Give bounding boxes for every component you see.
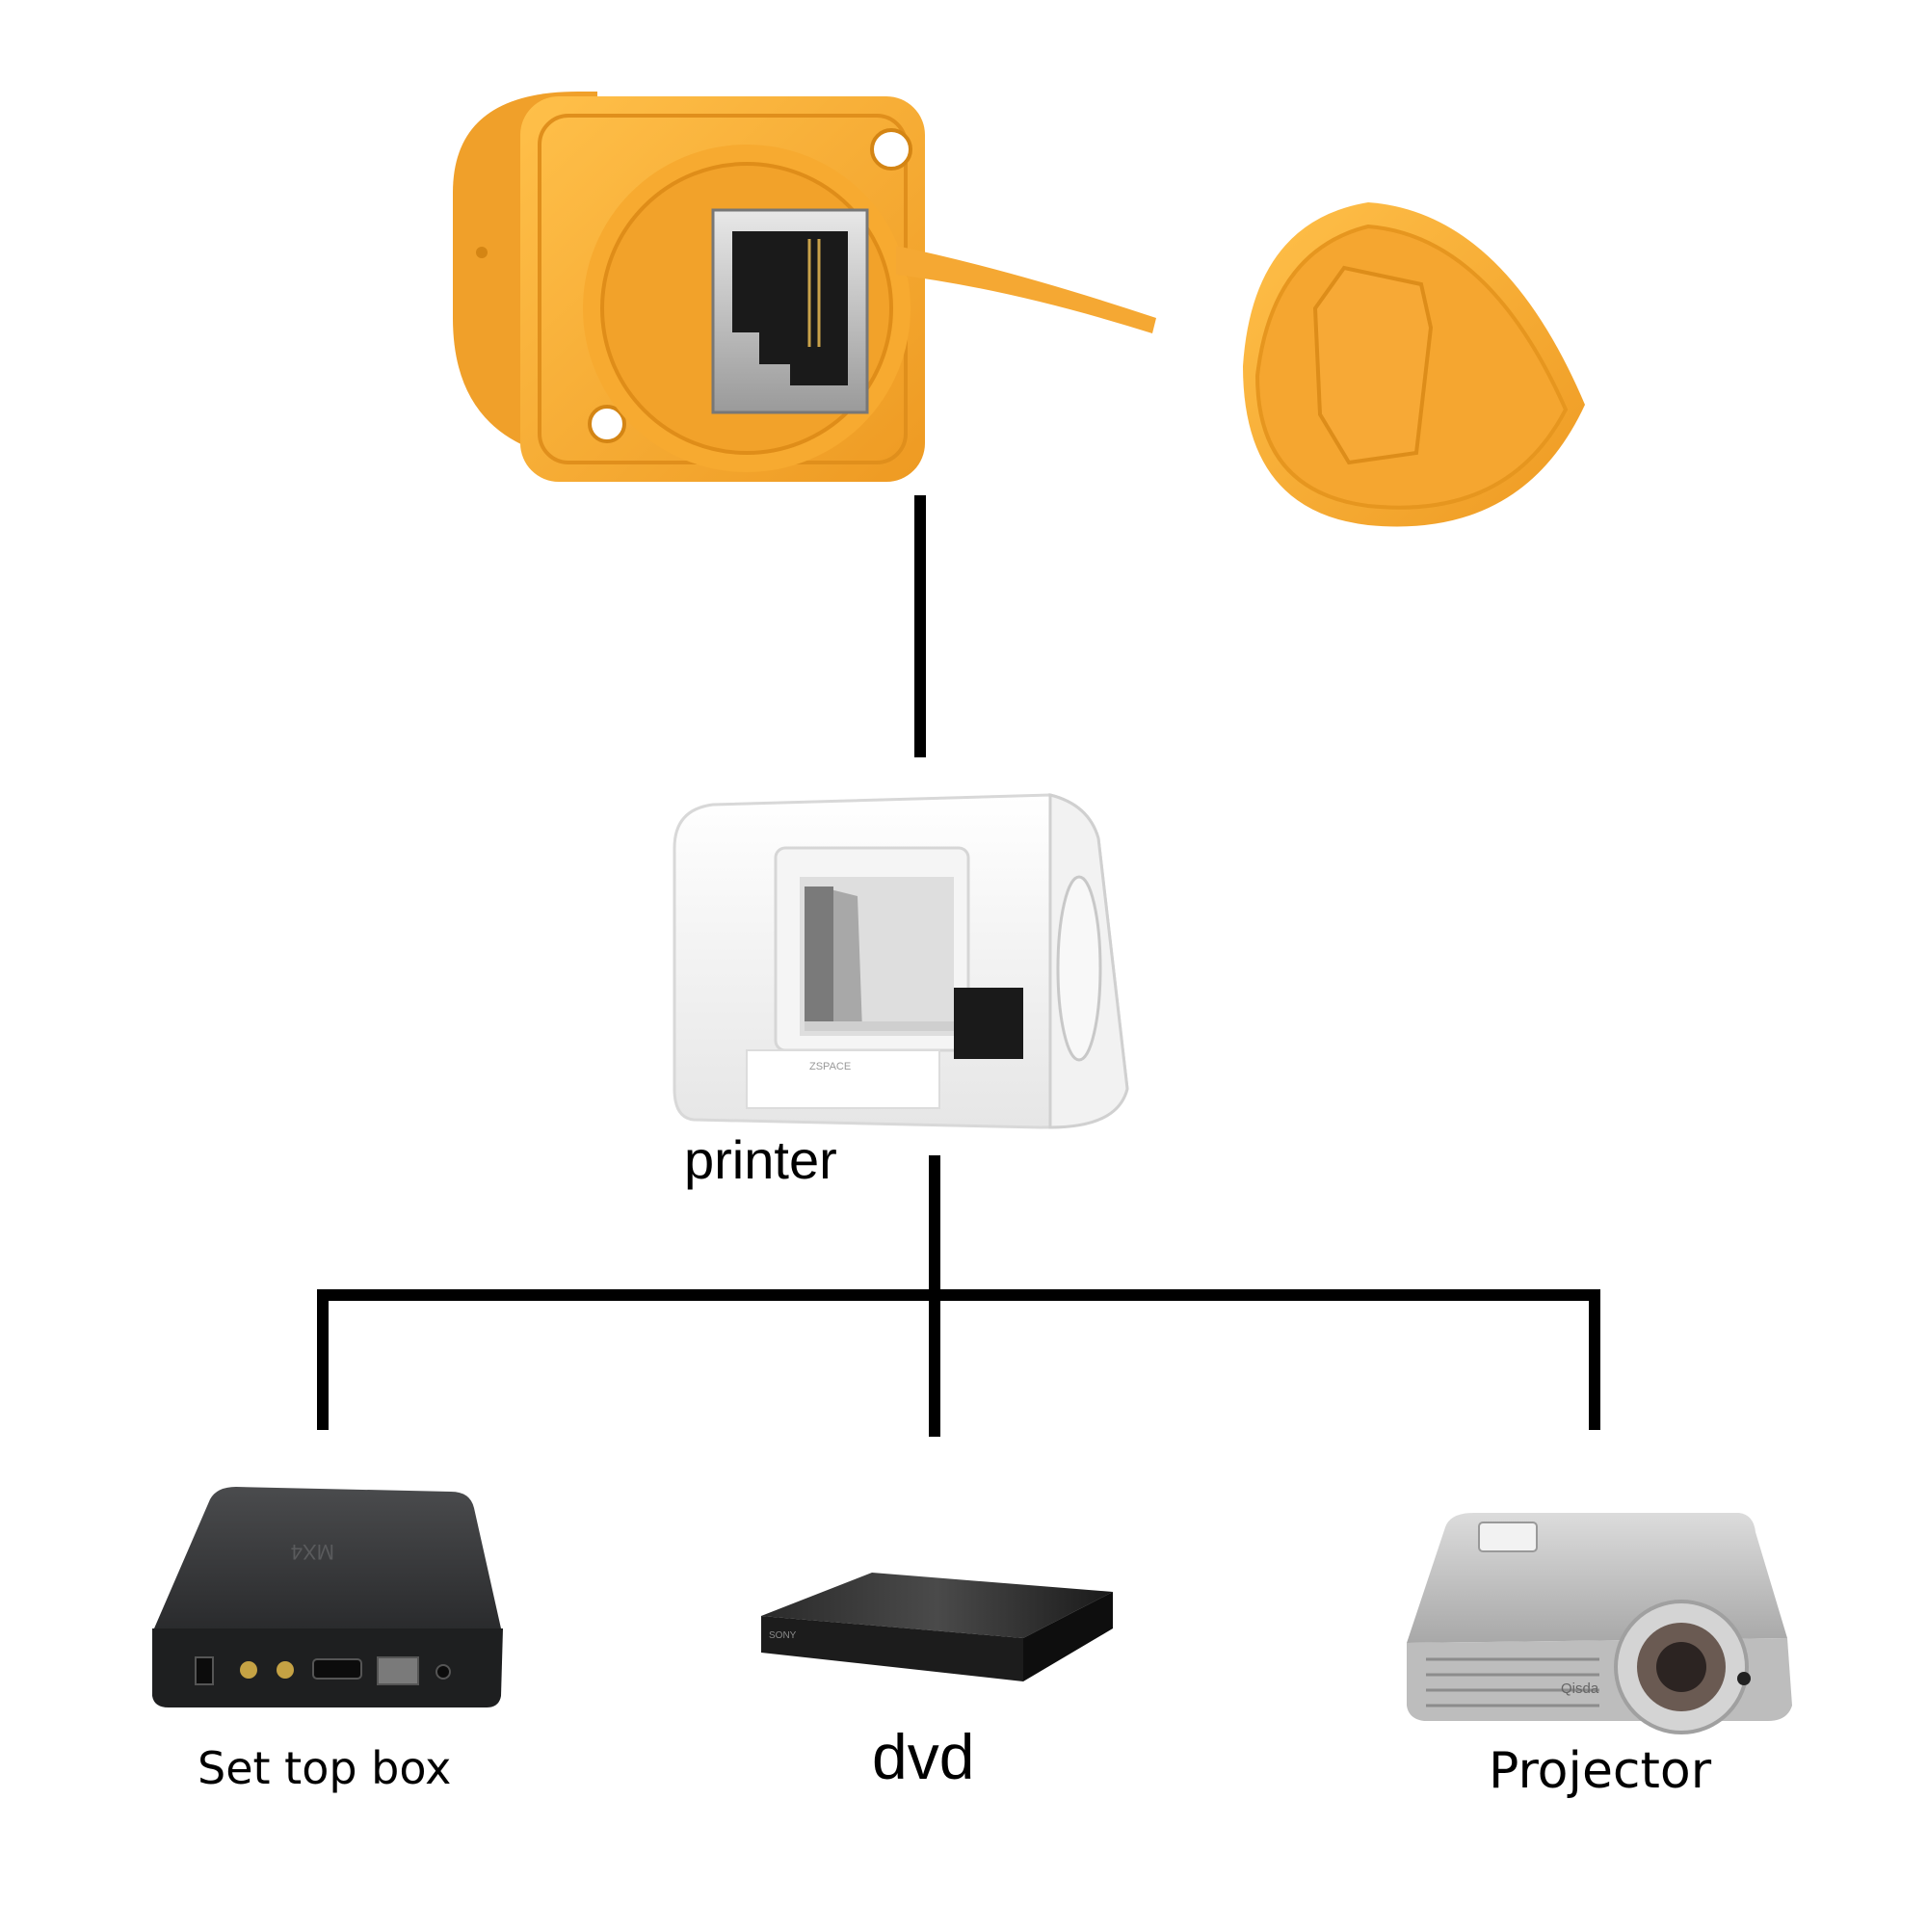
printer-label: printer: [684, 1129, 837, 1190]
printer-brand-text: ZSPACE: [809, 1061, 851, 1072]
dvd-brand-text: SONY: [769, 1630, 797, 1641]
set-top-box-brand-text: MX4: [291, 1540, 334, 1564]
set-top-box-label: Set top box: [198, 1742, 452, 1794]
projector-label: Projector: [1489, 1742, 1712, 1800]
set-top-box-icon: MX4: [152, 1487, 503, 1707]
3d-printer-icon: ZSPACE: [673, 793, 1129, 1129]
projector-icon: Qisda: [1407, 1513, 1792, 1734]
projector-brand-text: Qisda: [1561, 1681, 1599, 1697]
rj45-keystone-connector-icon: [453, 92, 1585, 527]
dvd-label: dvd: [872, 1721, 975, 1792]
connection-lines: [317, 495, 1600, 1437]
dvd-player-icon: SONY: [761, 1573, 1113, 1681]
